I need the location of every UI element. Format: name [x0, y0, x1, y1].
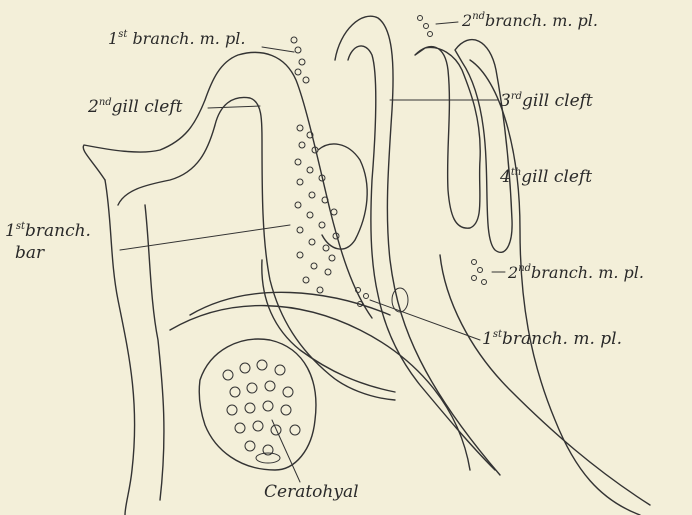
label-text: gill cleft [522, 91, 593, 111]
ordinal-suffix: nd [518, 263, 531, 274]
left-limb [105, 180, 135, 515]
label-first-branch-bar: 1stbranch. bar [5, 220, 91, 264]
central-column-inner [348, 46, 495, 470]
leader-ceratohyal [272, 420, 300, 482]
label-ceratohyal: Ceratohyal [264, 484, 359, 501]
lower-curve [170, 306, 470, 470]
label-text: branch. [25, 221, 91, 241]
cell-cluster-right-second-mpl [472, 260, 487, 285]
label-text: branch. m. pl. [502, 329, 622, 349]
label-fourth-gill-cleft: 4thgill cleft [500, 168, 592, 186]
ordinal: 1 [482, 329, 493, 349]
label-text: gill cleft [112, 97, 183, 117]
label-second-gill-cleft: 2ndgill cleft [88, 98, 182, 116]
ordinal-suffix: st [16, 221, 25, 232]
ordinal: 4 [500, 167, 511, 187]
ordinal-suffix: nd [99, 97, 112, 108]
leader-first-mpl-top [262, 47, 294, 52]
ordinal-suffix: rd [511, 91, 522, 102]
lower-curve-2 [190, 292, 390, 315]
leader-first-mpl-bottom [370, 300, 480, 340]
fourth-cleft-lobe [455, 40, 512, 253]
ordinal: 1 [5, 221, 16, 241]
ceratohyal-outline [199, 339, 316, 470]
ordinal-suffix: st [493, 329, 502, 340]
right-wall [470, 60, 640, 515]
cell-cluster-top-second-mpl [418, 16, 433, 37]
label-text-line2: bar [5, 243, 44, 263]
label-text: gill cleft [521, 167, 592, 187]
label-second-branch-mpl-top: 2ndbranch. m. pl. [462, 12, 598, 29]
label-first-branch-mpl-bottom: 1stbranch. m. pl. [482, 330, 622, 348]
label-second-branch-mpl-right: 2ndbranch. m. pl. [508, 264, 644, 281]
right-wall-inner [440, 255, 650, 505]
central-column-outline [335, 16, 500, 475]
ordinal-suffix: nd [472, 11, 485, 22]
leader-second-mpl-top [436, 22, 458, 24]
ordinal: 1 [108, 29, 118, 48]
label-text: branch. m. pl. [132, 29, 245, 48]
ordinal: 2 [88, 97, 99, 117]
cell-cluster-ceratohyal [223, 360, 300, 463]
ordinal: 2 [508, 263, 518, 282]
ordinal: 2 [462, 11, 472, 30]
cell-cluster-branch-bar [295, 125, 339, 293]
label-text: Ceratohyal [264, 482, 359, 502]
leader-second-gill-cleft [208, 106, 260, 108]
left-arch-outline [83, 52, 372, 318]
left-limb-inner [145, 205, 164, 500]
label-third-gill-cleft: 3rdgill cleft [500, 92, 593, 110]
ordinal-suffix: st [118, 29, 127, 40]
third-cleft-lobe [415, 47, 480, 229]
label-text: branch. m. pl. [531, 263, 644, 282]
ordinal: 3 [500, 91, 511, 111]
ordinal-suffix: th [511, 167, 521, 178]
label-text: branch. m. pl. [485, 11, 598, 30]
label-first-branch-mpl-top: 1st branch. m. pl. [108, 30, 245, 47]
